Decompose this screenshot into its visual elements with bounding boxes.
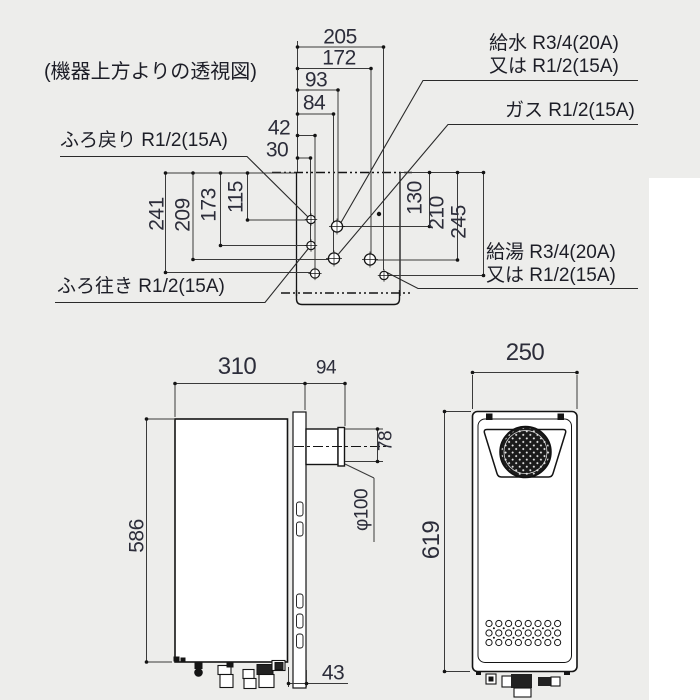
pipe-gas-circle [326, 250, 342, 267]
label-hot-water-line1: 給湯 R3/4(20A) [486, 242, 616, 263]
dim-210: 210 [425, 196, 449, 230]
pipe-bath-return-circle [304, 213, 318, 226]
side-view-body [173, 411, 386, 689]
label-water-supply-line1: 給水 R3/4(20A) [489, 33, 619, 54]
front-view-dimension-lines [444, 372, 578, 672]
dim-250: 250 [505, 339, 545, 366]
side-view-dimension-lines [146, 383, 383, 687]
dim-310: 310 [217, 353, 257, 380]
dim-209: 209 [171, 198, 195, 232]
drawing-title: (機器上方よりの透視図) [44, 61, 257, 83]
dim-130: 130 [403, 181, 427, 215]
label-bath-return: ふろ戻り R1/2(15A) [60, 130, 228, 151]
pipe-aux-circle [362, 251, 378, 268]
dim-172: 172 [322, 46, 356, 70]
front-view-bottom-fittings [476, 671, 570, 698]
dim-619: 619 [418, 520, 445, 560]
label-hot-water-line2: 又は R1/2(15A) [486, 265, 616, 286]
dim-205: 205 [323, 25, 357, 49]
top-view-leader-lines [55, 79, 638, 304]
dim-43: 43 [321, 661, 345, 685]
dim-phi100: φ100 [351, 488, 373, 532]
dim-42: 42 [267, 116, 291, 140]
front-view-vent-holes [485, 619, 562, 647]
dim-115: 115 [224, 181, 248, 213]
pipe-hot-water-circle [377, 269, 391, 282]
page-margin [649, 178, 700, 700]
pipe-drain-circle [308, 266, 322, 281]
top-view-dimension-lines [164, 41, 484, 276]
dim-245: 245 [447, 205, 471, 239]
side-view-bottom-fittings [194, 659, 286, 690]
screw-right [557, 413, 564, 420]
label-bath-supply: ふろ往き R1/2(15A) [57, 276, 225, 297]
pipe-holes [304, 211, 391, 282]
leader-junction-dot [376, 211, 382, 217]
dim-94: 94 [315, 357, 337, 379]
exhaust-grille [499, 425, 552, 479]
dim-30: 30 [265, 138, 289, 162]
label-gas: ガス R1/2(15A) [505, 100, 635, 121]
dim-93: 93 [304, 68, 328, 92]
dim-84: 84 [302, 91, 326, 115]
pipe-water-supply-circle [329, 218, 345, 235]
label-water-supply-line2: 又は R1/2(15A) [489, 56, 619, 77]
dim-241: 241 [145, 197, 169, 231]
screw-left [486, 413, 493, 420]
front-view-body [471, 410, 578, 673]
dim-78: 78 [375, 430, 397, 452]
dimension-end-dots [144, 45, 579, 686]
pipe-bath-supply-circle [304, 239, 318, 252]
dim-173: 173 [197, 188, 221, 222]
dim-586: 586 [125, 519, 149, 553]
